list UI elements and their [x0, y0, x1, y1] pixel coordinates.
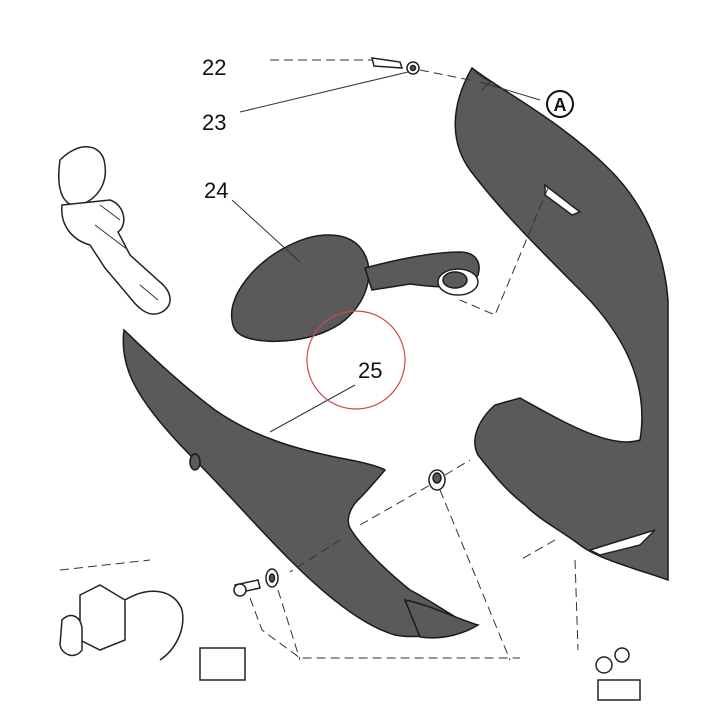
callout-23: 23	[202, 110, 226, 135]
assembly-guide-lines	[59, 59, 579, 661]
bolt-22	[371, 57, 420, 75]
grommet-right	[428, 469, 446, 491]
wiring-connector	[59, 584, 246, 681]
reference-marker-letter: A	[554, 95, 567, 115]
part-25-side-cowling	[122, 328, 480, 639]
callout-24: 24	[204, 178, 228, 203]
callout-25: 25	[358, 358, 382, 383]
callout-22: 22	[202, 55, 226, 80]
bolt-lower	[233, 579, 261, 597]
washer-lower	[265, 568, 279, 588]
upper-fairing-panel	[454, 66, 669, 582]
highlight-circle	[306, 310, 406, 410]
part-24-turn-signal	[230, 234, 480, 343]
reference-marker-a: A	[546, 90, 574, 118]
mirror-bracket	[58, 146, 171, 315]
hardware-lower-right	[595, 647, 641, 701]
callout-leaders	[231, 71, 541, 433]
